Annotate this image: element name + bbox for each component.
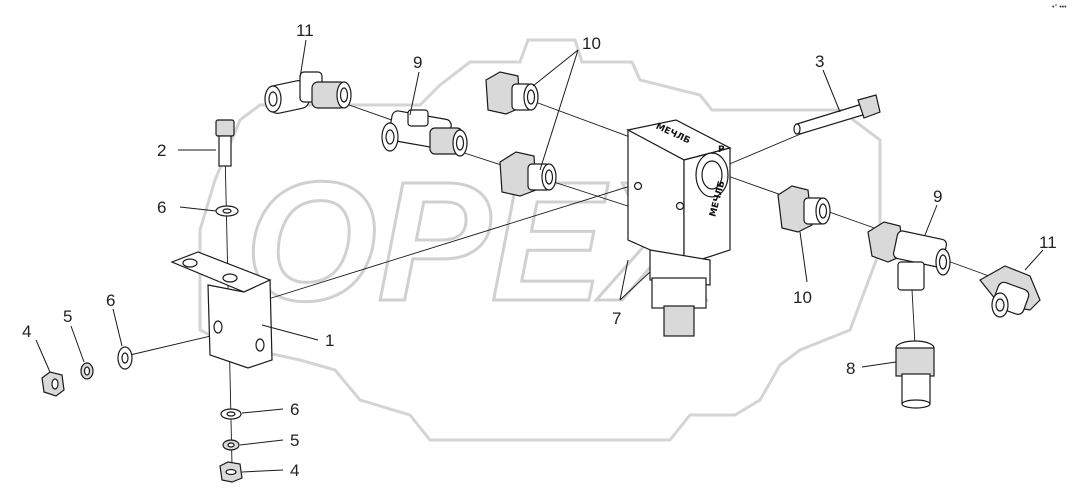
callout-9-top: 9 [413,53,422,72]
callout-8: 8 [846,359,855,378]
callout-11-top: 11 [296,21,314,40]
washer-6-bottom [220,408,242,420]
bolt-3 [793,94,881,135]
callout-4-bottom: 4 [290,461,299,480]
callout-4-left: 4 [22,322,31,341]
callout-6-bottom: 6 [290,400,299,419]
valve-body-7: МЕЧЛБ МЕЧЛБ P [626,119,732,337]
callout-11-right: 11 [1039,233,1057,252]
bracket-1 [170,251,273,369]
tee-fitting-9-top [381,109,468,157]
washer-6-left [117,346,133,370]
union-fitting-10-mid [499,151,557,197]
callout-3: 3 [815,52,824,71]
callout-6-top: 6 [157,198,166,217]
callout-1: 1 [325,331,334,350]
valve-port-letter: P [718,145,725,155]
lock-washer-5-bottom [222,439,240,451]
elbow-fitting-11-right [979,265,1041,318]
callout-6-left: 6 [106,291,115,310]
union-fitting-10-right [777,185,831,233]
callout-10-right: 10 [793,288,812,307]
callouts: 11 9 10 3 2 6 9 11 1 4 5 6 7 10 8 6 5 4 [22,21,1057,480]
watermark-gear-outline [198,38,882,442]
callout-9-right: 9 [933,187,942,206]
nut-4-bottom [219,461,243,483]
washer-6-top [215,205,239,217]
callout-2: 2 [157,141,166,160]
callout-5-left: 5 [63,307,72,326]
callout-5-bottom: 5 [290,431,299,450]
corner-mark: •° ••• [1052,3,1067,11]
adapter-8 [895,340,935,409]
elbow-fitting-11-top [264,71,352,114]
callout-10-top: 10 [582,34,601,53]
union-fitting-10-top [485,71,539,115]
nut-4-left [41,371,65,397]
tee-fitting-9-right [867,221,951,291]
lock-washer-5-left [80,362,94,380]
leader-lines [35,39,1044,473]
callout-7: 7 [612,309,621,328]
bolt-2 [215,119,235,167]
